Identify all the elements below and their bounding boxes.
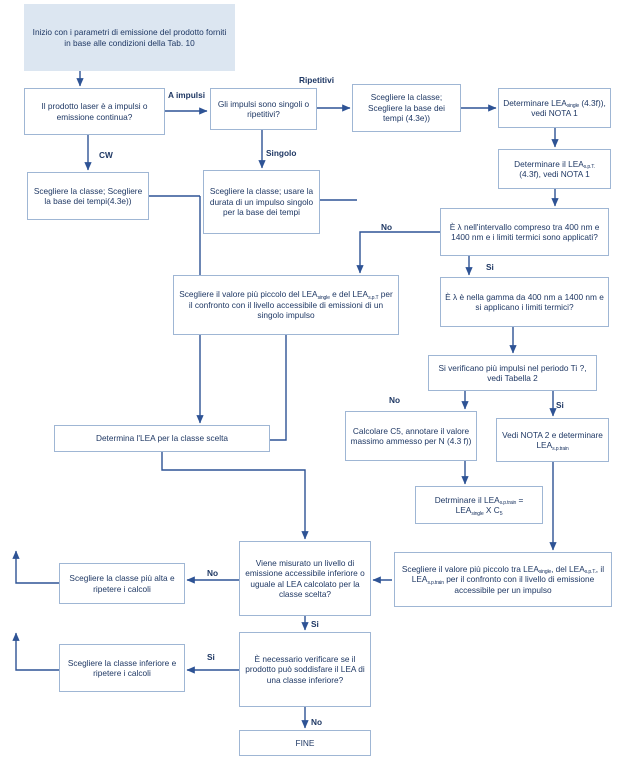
node-label-min_single: Scegliere il valore più piccolo del LEAs… [179,289,393,321]
node-classe_rep: Scegliere la classe; Scegliere la base d… [352,84,461,132]
node-label-lambda1: È λ nell'intervallo compreso tra 400 nm … [449,221,600,242]
node-label-misurato: Viene misurato un livello di emissione a… [245,557,365,599]
node-impulsi: Gli impulsi sono singoli o ripetitivi? [210,88,317,130]
node-label-nota2: Vedi NOTA 2 e determinare LEAs.p.train [502,429,603,452]
connector-lambda1-no-to-minsingle [356,231,440,274]
node-label-verificare: È necessario verificare se il prodotto p… [245,653,365,685]
edge-label-no-lambda: No [381,222,393,232]
edge-label-si-misura: Si [311,619,319,629]
edge-label-cw: CW [99,150,113,160]
node-label-classe_alta: Scegliere la classe più alta e ripetere … [69,573,175,594]
node-label-fine: FINE [295,737,315,748]
node-min_tra: Scegliere il valore più piccolo tra LEAs… [394,552,612,607]
node-label-lea_spt: Determinare il LEAs.p.T. (4.3f), vedi NO… [514,158,595,180]
edge-label-a-impulsi: A impulsi [168,90,206,100]
node-label-lambda2: È λ è nella gamma da 400 nm a 1400 nm e … [445,291,604,312]
node-tipo: Il prodotto laser è a impulsi o emission… [24,88,165,135]
node-lambda2: È λ è nella gamma da 400 nm a 1400 nm e … [440,277,609,327]
node-label-tipo: Il prodotto laser è a impulsi o emission… [41,101,148,122]
node-label-lea_single: Determinare LEAsingle (4.3f)), vedi NOTA… [503,97,606,119]
node-label-impulsi: Gli impulsi sono singoli o ripetitivi? [217,98,310,119]
edge-label-singolo: Singolo [266,148,297,158]
node-lambda1: È λ nell'intervallo compreso tra 400 nm … [440,208,609,256]
node-calc_c5: Calcolare C5, annotare il valore massimo… [345,411,477,461]
node-label-det_train: Detrminare il LEAs.p.train = LEAsingle X… [434,494,524,517]
connector-detlea-down-to-misurato [161,452,309,540]
edge-label-no-misura: No [207,568,219,578]
node-label-classe_rep: Scegliere la classe; Scegliere la base d… [367,92,446,124]
node-label-det_lea: Determina l'LEA per la classe scelta [95,433,229,444]
connector-alta-loop-up [12,550,59,584]
node-nota2: Vedi NOTA 2 e determinare LEAs.p.train [496,418,609,462]
node-label-calc_c5: Calcolare C5, annotare il valore massimo… [350,425,472,446]
node-det_train: Detrminare il LEAs.p.train = LEAsingle X… [415,486,543,524]
node-label-classe_sing: Scegliere la classe; usare la durata di … [209,186,314,218]
node-det_lea: Determina l'LEA per la classe scelta [54,425,270,452]
node-classe_sing: Scegliere la classe; usare la durata di … [203,170,320,234]
node-lea_spt: Determinare il LEAs.p.T. (4.3f), vedi NO… [498,149,611,189]
edge-label-si-verifica: Si [207,652,215,662]
node-fine: FINE [239,730,371,756]
node-verificare: È necessario verificare se il prodotto p… [239,632,371,707]
connector-minsingle-down [270,335,287,441]
node-classe_alta: Scegliere la classe più alta e ripetere … [59,563,185,604]
connectors-group [12,71,559,729]
edge-label-no-fine: No [311,717,323,727]
node-label-classe_inf: Scegliere la classe inferiore e ripetere… [67,657,177,678]
node-label-start: Inizio con i parametri di emissione del … [32,27,227,48]
connector-inf-loop-up [12,632,59,671]
node-label-classe_cw: Scegliere la classe; Scegliere la base d… [33,185,143,206]
node-label-min_tra: Scegliere il valore più piccolo tra LEAs… [401,563,605,595]
node-start: Inizio con i parametri di emissione del … [24,4,235,71]
node-classe_cw: Scegliere la classe; Scegliere la base d… [27,172,149,220]
edge-label-no-impulsi: No [389,395,401,405]
node-classe_inf: Scegliere la classe inferiore e ripetere… [59,644,185,692]
edge-label-ripetitivi: Ripetitivi [299,75,335,85]
node-lea_single: Determinare LEAsingle (4.3f)), vedi NOTA… [498,88,611,128]
node-misurato: Viene misurato un livello di emissione a… [239,541,371,616]
node-min_single: Scegliere il valore più piccolo del LEAs… [173,275,399,335]
node-piu_impulsi: Si verificano più impulsi nel periodo Ti… [428,355,597,391]
edge-label-si-impulsi: Si [556,400,564,410]
node-label-piu_impulsi: Si verificano più impulsi nel periodo Ti… [438,362,587,383]
edge-label-si-lambda: Si [486,262,494,272]
